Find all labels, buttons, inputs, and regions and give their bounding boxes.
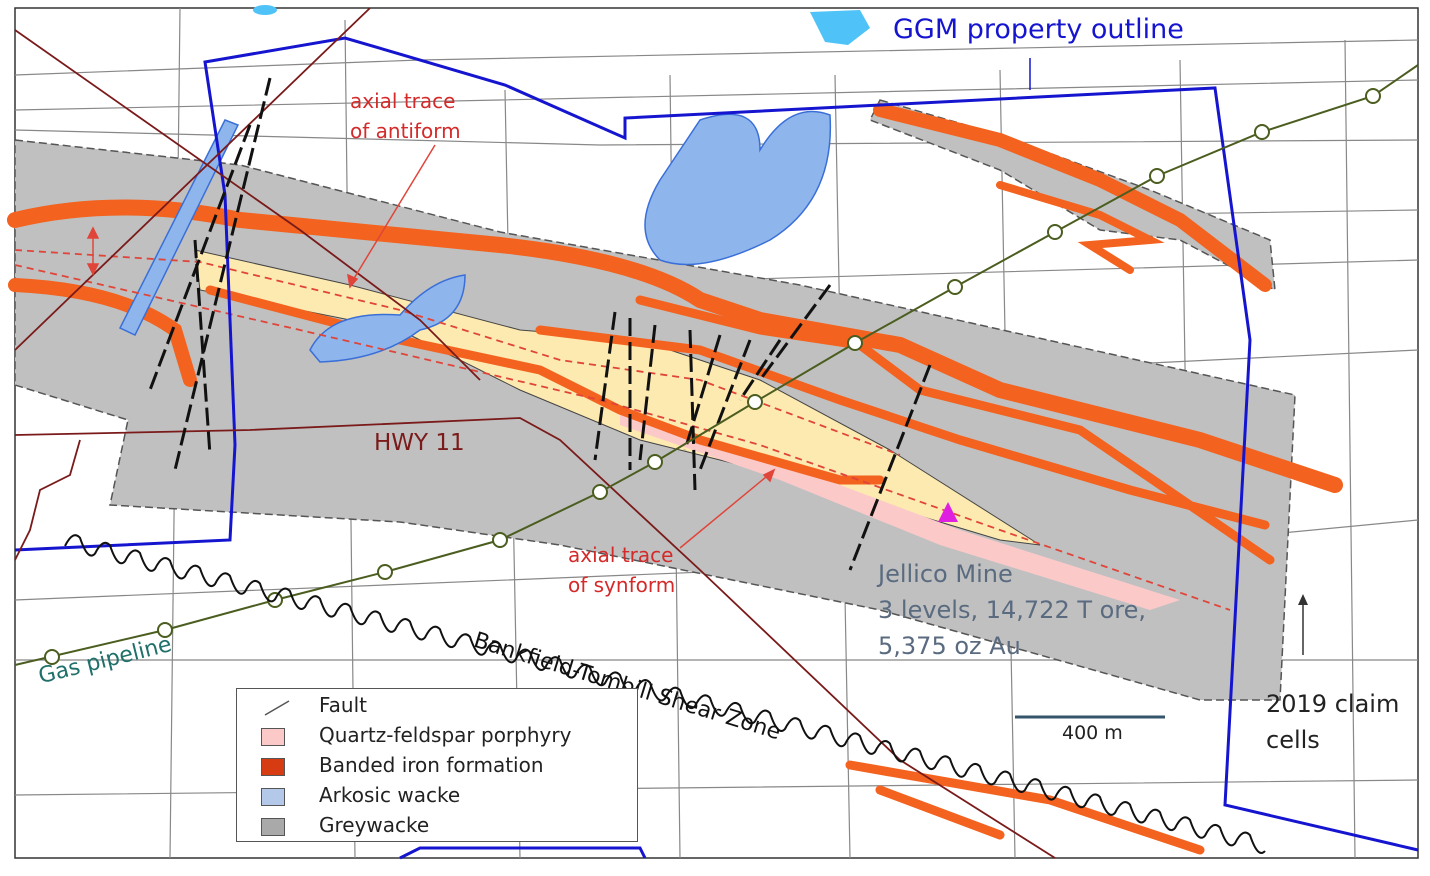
legend-label: Arkosic wacke xyxy=(319,783,461,807)
legend-item-arkose: Arkosic wacke xyxy=(237,781,637,811)
mine-name: Jellico Mine xyxy=(878,560,1013,588)
pipeline-marker xyxy=(44,88,1381,665)
synform-label-1: axial trace xyxy=(568,543,674,567)
legend-item-porphyry: Quartz-feldspar porphyry xyxy=(237,721,637,751)
antiform-label-1: axial trace xyxy=(350,89,456,113)
mine-detail-1: 3 levels, 14,722 T ore, xyxy=(878,596,1147,624)
claim-cells-line-1: 2019 claim xyxy=(1266,690,1400,718)
lake-water xyxy=(810,10,870,45)
legend-swatch xyxy=(261,818,285,836)
axial-trace xyxy=(14,249,1231,611)
highway-label: HWY 11 xyxy=(374,430,465,456)
claim-cells-label: 2019 claim cells xyxy=(1266,686,1399,758)
mine-triangle-icon xyxy=(938,502,958,522)
banded-iron-formation xyxy=(7,103,1343,855)
legend-swatch xyxy=(261,788,285,806)
legend-label: Quartz-feldspar porphyry xyxy=(319,723,572,747)
legend-swatch xyxy=(261,728,285,746)
arkosic-wacke xyxy=(118,110,832,363)
fault-line-icon xyxy=(264,700,290,716)
road xyxy=(14,7,1056,859)
claim-arrow xyxy=(1298,594,1308,655)
mine-detail-2: 5,375 oz Au xyxy=(878,632,1021,660)
legend-label: Greywacke xyxy=(319,813,430,837)
lake-water xyxy=(253,5,277,15)
legend-item-greywacke: Greywacke xyxy=(237,811,637,841)
legend-swatch xyxy=(261,758,285,776)
legend-item-fault: Fault xyxy=(237,691,637,721)
property-outline xyxy=(14,36,1419,860)
property-outline-label: GGM property outline xyxy=(893,14,1184,45)
legend: Fault Quartz-feldspar porphyry Banded ir… xyxy=(236,688,638,842)
synform-label-2: of synform xyxy=(568,573,676,597)
mine-label: Jellico Mine 3 levels, 14,722 T ore, 5,3… xyxy=(878,556,1146,664)
fault xyxy=(148,77,932,571)
claim-cells-line-2: cells xyxy=(1266,726,1320,754)
antiform-label-2: of antiform xyxy=(350,119,461,143)
legend-item-bif: Banded iron formation xyxy=(237,751,637,781)
shear-zone-line xyxy=(64,534,1266,854)
leader-arrow xyxy=(86,144,776,549)
legend-label: Fault xyxy=(319,693,367,717)
legend-label: Banded iron formation xyxy=(319,753,544,777)
scale-label: 400 m xyxy=(1062,722,1123,744)
